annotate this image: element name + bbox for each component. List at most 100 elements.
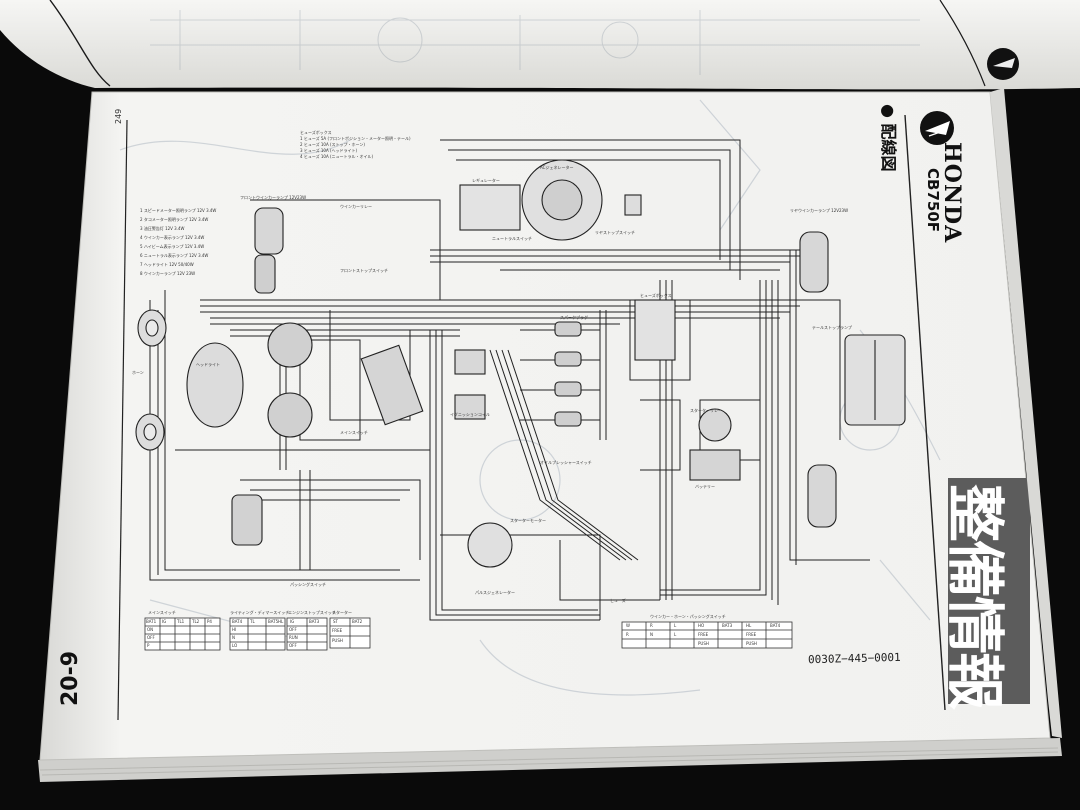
table-cell: BAT2 <box>352 619 363 624</box>
rear-winker-left <box>807 464 837 528</box>
table-cell: BAT4 <box>770 623 781 628</box>
table-cell: ST <box>333 619 338 624</box>
label-winker-relay: ウインカーリレー <box>340 204 372 209</box>
table-cell: P <box>147 643 150 648</box>
label-fuse-box: ヒューズボックス <box>640 293 672 298</box>
table-cell: TL2 <box>192 619 200 624</box>
table-cell: N <box>650 632 653 637</box>
table-title-main-switch: メインスイッチ <box>148 610 176 615</box>
legend-item: 5 ハイビーム表示ランプ 12V 3.4W <box>140 244 205 249</box>
top-curled-page <box>0 0 1080 90</box>
pulse-generator <box>467 522 513 568</box>
front-winker-left <box>254 207 284 255</box>
section-title: ● 配線図 <box>879 104 898 172</box>
legend-item: 2 タコメーター照明ランプ 12V 3.4W <box>140 217 209 222</box>
side-title-box <box>948 478 1030 704</box>
table-cell: HO <box>698 623 705 628</box>
speedometer <box>267 392 313 438</box>
table-cell: OFF <box>147 635 155 640</box>
fuse-legend-item: 1 ヒューズ 5A (フロントポジション・メーター照明・テール) <box>300 136 411 141</box>
table-cell: PUSH <box>698 641 709 646</box>
label-front-winker: フロントウインカーランプ 12V23W <box>240 195 307 200</box>
table-title-engine-stop: エンジンストップスイッチ <box>288 610 336 615</box>
brand-text: HONDA <box>939 142 965 244</box>
legend-item: 7 ヘッドライト 12V 50/40W <box>140 262 194 267</box>
label-battery: バッテリー <box>695 484 715 489</box>
label-regulator: レギュレーター <box>472 178 500 183</box>
battery <box>689 449 741 481</box>
components <box>135 159 906 568</box>
table-cell: BAT1 <box>146 619 157 624</box>
legend-item: 3 油圧警告灯 12V 3.4W <box>140 226 185 231</box>
left-legend: 1 スピードメーター照明ランプ 12V 3.4W 2 タコメーター照明ランプ 1… <box>140 206 216 278</box>
fuse-legend-title: ヒューズボックス <box>300 130 332 135</box>
side-title: 整備情報 <box>941 484 1009 709</box>
label-headlight: ヘッドライト <box>196 362 220 367</box>
model-text: CB750F <box>924 168 942 232</box>
legend-item: 1 スピードメーター照明ランプ 12V 3.4W <box>140 208 217 213</box>
label-tail-light: テールストップランプ <box>812 325 852 330</box>
legend-item: 4 ウインカー表示ランプ 12V 3.4W <box>140 235 205 240</box>
table-cell: TL1 <box>177 619 185 624</box>
label-main-switch: メインスイッチ <box>340 430 368 435</box>
honda-wing-logo <box>920 111 954 145</box>
label-starter-motor: スターターモーター <box>510 518 546 523</box>
fuse-legend: ヒューズボックス 1 ヒューズ 5A (フロントポジション・メーター照明・テール… <box>300 130 411 160</box>
fuse-legend-item: 3 ヒューズ 10A (ヘッドライト) <box>300 148 358 153</box>
wiring-diagram <box>149 139 870 621</box>
page-number: 20-9 <box>58 650 83 706</box>
table-cell: BAT3 <box>309 619 320 624</box>
table-cell: R <box>650 623 653 628</box>
starter-relay <box>698 408 732 442</box>
table-cell: BAT4 <box>232 619 243 624</box>
label-neutral-switch: ニュートラルスイッチ <box>492 236 532 241</box>
table-cell: TL <box>250 619 255 624</box>
table-cell: FREE <box>746 632 757 637</box>
main-page <box>39 91 1051 761</box>
fuse-legend-item: 4 ヒューズ 10A (ニュートラル・オイル) <box>300 154 374 159</box>
table-cell: R <box>626 632 629 637</box>
table-cell: OFF <box>289 643 297 648</box>
sheet-number: 249 <box>114 108 123 124</box>
rear-winker-right <box>799 231 829 293</box>
part-number: 0030Z−445−0001 <box>807 650 901 667</box>
left-winker-lower <box>231 494 263 546</box>
table-cell: HL <box>278 619 284 624</box>
table-cell: L <box>674 623 677 628</box>
table-cell: W <box>626 623 630 628</box>
table-cell: LO <box>232 643 238 648</box>
table-cell: IG <box>290 619 295 624</box>
table-cell: BAT5 <box>268 619 279 624</box>
table-title-winker-horn: ウインカー・ホーン・パッシングスイッチ <box>650 614 726 619</box>
fuse-box <box>634 299 676 361</box>
label-front-stop-switch: フロントストップスイッチ <box>340 268 388 273</box>
main-switch <box>360 344 424 426</box>
label-spark-plug: スパークプラグ <box>560 315 588 320</box>
legend-item: 8 ウインカーランプ 12V 23W <box>140 271 196 276</box>
regulator <box>459 184 521 231</box>
table-cell: PUSH <box>332 638 343 643</box>
legend-item: 6 ニュートラル表示ランプ 12V 3.4W <box>140 253 209 258</box>
table-cell: OFF <box>289 627 297 632</box>
label-rear-stop-switch: リヤストップスイッチ <box>595 230 635 235</box>
label-ignition-coil: イグニッションコイル <box>450 412 490 417</box>
table-cell: HL <box>746 623 752 628</box>
table-cell: L <box>674 632 677 637</box>
table-cell: P4 <box>207 619 212 624</box>
table-cell: PUSH <box>746 641 757 646</box>
table-title-starter: スターター <box>332 610 352 615</box>
label-oil-switch: オイルプレッシャースイッチ <box>540 460 592 465</box>
table-cell: ON <box>147 627 154 632</box>
table-cell: RUN <box>289 635 298 640</box>
label-ac-generator: ACジェネレーター <box>540 165 574 170</box>
label-fuse: ヒューズ <box>610 598 626 603</box>
page-edges <box>38 738 1062 782</box>
tachometer <box>267 322 313 368</box>
ignition-coil-2 <box>454 394 486 420</box>
label-pulse-generator: パルスジェネレーター <box>475 590 515 595</box>
label-horn: ホーン <box>132 370 144 375</box>
table-cell: FREE <box>698 632 709 637</box>
label-rear-winker: リヤウインカーランプ 12V23W <box>790 208 849 213</box>
